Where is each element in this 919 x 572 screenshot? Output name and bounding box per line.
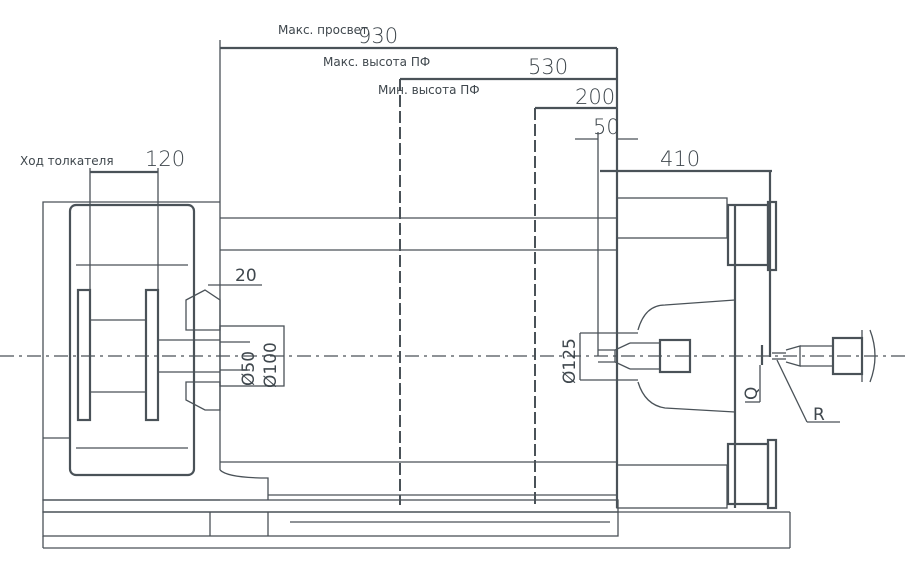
dimension-ejector-stroke: Ход толкателя 120 bbox=[20, 147, 185, 290]
machine-base bbox=[42, 499, 791, 549]
max-clearance-label: Макс. просвет bbox=[278, 23, 368, 37]
max-mold-height-label: Макс. высота ПФ bbox=[323, 55, 430, 69]
dimension-diameters: Ø50 Ø100 Ø125 bbox=[239, 332, 638, 388]
dimension-min-mold-height: Мин. высота ПФ 200 bbox=[378, 83, 617, 110]
fixed-platen bbox=[598, 48, 778, 510]
recess-20-value: 20 bbox=[235, 266, 257, 286]
max-mold-height-value: 530 bbox=[528, 55, 568, 79]
platen-410-value: 410 bbox=[660, 147, 700, 171]
ejector-stroke-value: 120 bbox=[145, 147, 185, 171]
injection-nozzle bbox=[745, 170, 876, 423]
diameter-125-value: Ø125 bbox=[560, 338, 580, 384]
dimension-max-mold-height: Макс. высота ПФ 530 bbox=[323, 55, 617, 81]
tie-bars bbox=[220, 217, 617, 496]
min-mold-height-value: 200 bbox=[575, 85, 615, 109]
min-mold-height-label: Мин. высота ПФ bbox=[378, 83, 480, 97]
moving-platen-block bbox=[42, 201, 285, 501]
dimension-50: 50 bbox=[575, 115, 638, 356]
diameter-100-value: Ø100 bbox=[261, 342, 281, 388]
offset-50-value: 50 bbox=[593, 115, 620, 139]
ejector-stroke-label: Ход толкателя bbox=[20, 154, 114, 168]
r-label: R bbox=[813, 405, 825, 425]
max-clearance-value: 930 bbox=[358, 24, 398, 48]
dimension-max-clearance: Макс. просвет 930 bbox=[219, 23, 617, 202]
dimension-20: 20 bbox=[208, 266, 262, 286]
diameter-50-value: Ø50 bbox=[239, 351, 259, 386]
q-label: Q bbox=[742, 387, 762, 400]
dimension-410: 410 bbox=[600, 147, 772, 173]
